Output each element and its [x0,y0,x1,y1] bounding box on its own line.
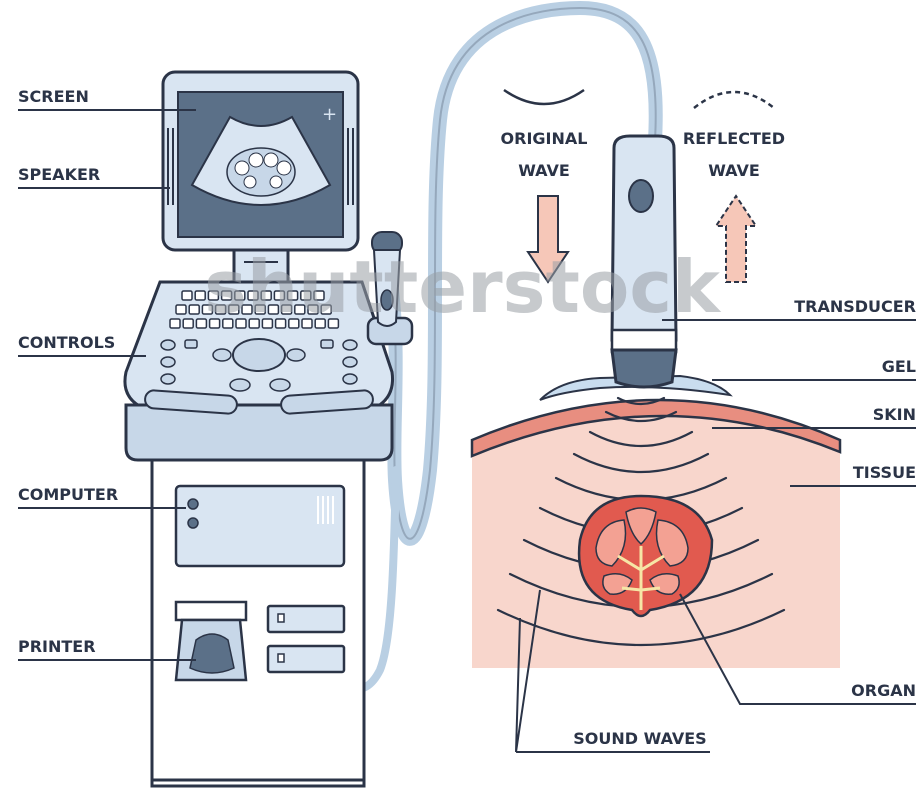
trackball [233,339,285,371]
keyboard-key [170,319,180,328]
label-reflected-wave-1: REFLECTED [683,129,785,148]
printer-slot [176,602,246,620]
label-transducer: TRANSDUCER [794,297,916,316]
ultrasound-machine: + [125,72,412,786]
original-wave-icon [504,90,584,104]
label-tissue: TISSUE [853,463,916,482]
label-original-wave-2: WAVE [518,161,570,180]
label-controls: CONTROLS [18,333,115,352]
up-arrow-icon [716,196,756,282]
label-printer: PRINTER [18,637,96,656]
reflected-wave-icon [694,92,774,108]
transducer-button [629,180,653,212]
label-organ: ORGAN [851,681,916,700]
label-skin: SKIN [873,405,916,424]
keyboard-key [176,305,186,314]
label-gel: GEL [882,357,916,376]
label-computer: COMPUTER [18,485,118,504]
label-sound-waves: SOUND WAVES [573,729,706,748]
label-reflected-wave-2: WAVE [708,161,760,180]
label-original-wave-1: ORIGINAL [501,129,588,148]
body-cross-section [472,136,840,668]
label-screen: SCREEN [18,87,89,106]
computer-button [188,499,198,509]
label-speaker: SPEAKER [18,165,100,184]
watermark: shutterstock [204,245,722,329]
keyboard-key [182,291,192,300]
computer-button [188,518,198,528]
plus-icon: + [322,104,337,125]
keyboard-key [189,305,199,314]
keyboard-key [183,319,193,328]
